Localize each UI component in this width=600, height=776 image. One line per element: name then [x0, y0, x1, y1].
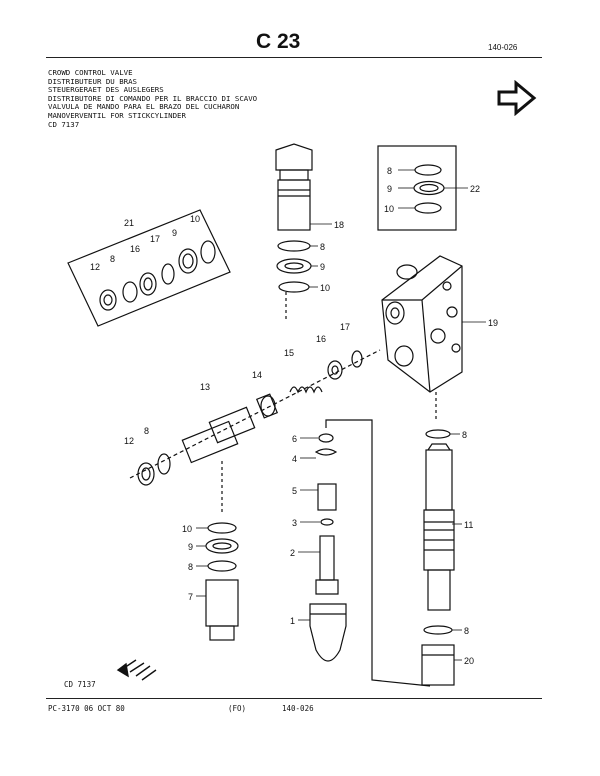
- callout-4: 4: [292, 454, 297, 464]
- callout-15: 15: [284, 348, 294, 358]
- callout-5: 5: [292, 486, 297, 496]
- callout-12: 12: [124, 436, 134, 446]
- footer-page-code: 140-026: [282, 704, 314, 713]
- callout-20: 20: [464, 656, 474, 666]
- callout-1: 1: [290, 616, 295, 626]
- callout-18: 18: [334, 220, 344, 230]
- seal-kit-box: [67, 209, 231, 327]
- callout-8: 8: [144, 426, 149, 436]
- callout-17: 17: [150, 234, 160, 244]
- callout-19: 19: [488, 318, 498, 328]
- callout-8: 8: [464, 626, 469, 636]
- callout-10: 10: [320, 283, 330, 293]
- footer-language: (FO): [228, 704, 247, 713]
- description-line: STEUERGERAET DES AUSLEGERS: [48, 85, 164, 95]
- o-ring: [414, 202, 442, 214]
- page-title: C 23: [256, 30, 301, 53]
- callout-8: 8: [110, 254, 115, 264]
- callout-6: 6: [292, 434, 297, 444]
- front-direction-icon: [116, 659, 157, 681]
- description-line: MANOVERVENTIL FOR STICKCYLINDER: [48, 110, 186, 120]
- description-line: DISTRIBUTORE DI COMANDO PER IL BRACCIO D…: [48, 93, 258, 103]
- callout-9: 9: [172, 228, 177, 238]
- callout-9: 9: [387, 184, 392, 194]
- callout-12: 12: [90, 262, 100, 272]
- callout-16: 16: [316, 334, 326, 344]
- callout-9: 9: [320, 262, 325, 272]
- top-rule: [46, 57, 542, 58]
- callout-10: 10: [182, 524, 192, 534]
- footer-document-id: PC-3170 06 OCT 80: [48, 704, 125, 713]
- callout-3: 3: [292, 518, 297, 528]
- description-line: DISTRIBUTEUR DU BRAS: [48, 76, 137, 86]
- callout-13: 13: [200, 382, 210, 392]
- valve-housing: [381, 255, 463, 393]
- description-line: CROWD CONTROL VALVE: [48, 68, 133, 77]
- callout-8: 8: [188, 562, 193, 572]
- callout-10: 10: [384, 204, 394, 214]
- callout-8: 8: [387, 166, 392, 176]
- callout-16: 16: [130, 244, 140, 254]
- callout-14: 14: [252, 370, 262, 380]
- o-ring: [414, 164, 442, 176]
- part-description: CROWD CONTROL VALVE DISTRIBUTEUR DU BRAS…: [48, 68, 258, 129]
- callout-17: 17: [340, 322, 350, 332]
- callout-8: 8: [462, 430, 467, 440]
- callout-2: 2: [290, 548, 295, 558]
- bottom-rule: [46, 698, 542, 699]
- callout-8: 8: [320, 242, 325, 252]
- backup-ring: [413, 180, 445, 196]
- description-line: CD 7137: [48, 119, 80, 129]
- callout-9: 9: [188, 542, 193, 552]
- callout-7: 7: [188, 592, 193, 602]
- page-code: 140-026: [488, 43, 518, 52]
- callout-22: 22: [470, 184, 480, 194]
- callout-10: 10: [190, 214, 200, 224]
- right-arrow-icon[interactable]: [496, 80, 538, 116]
- callout-21: 21: [124, 218, 134, 228]
- exploded-view-diagram: 8 9 10 22 21 12 8 16 17 9 10 18 8 9 10 1…: [67, 143, 498, 687]
- description-line: VALVULA DE MANDO PARA EL BRAZO DEL CUCHA…: [48, 102, 240, 112]
- figure-reference: CD 7137: [64, 680, 96, 689]
- callout-11: 11: [464, 520, 473, 530]
